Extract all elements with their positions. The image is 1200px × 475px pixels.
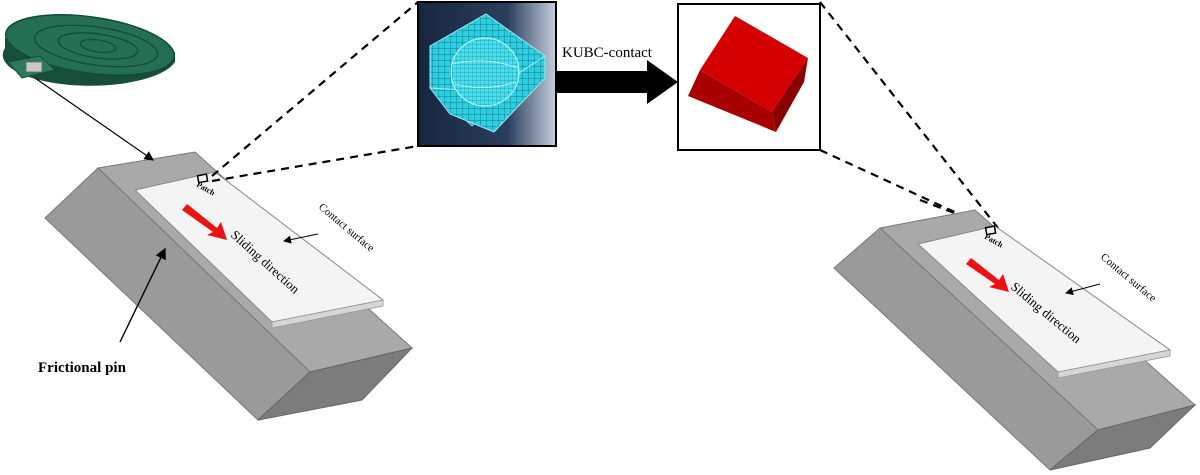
kubc-arrow — [557, 60, 678, 104]
left-contact-surface-pointer — [283, 233, 319, 244]
frictional-pin-pointer — [119, 247, 166, 343]
right-sliding-arrow — [966, 258, 1009, 292]
right-contact-surface-label: Contact surface — [1098, 251, 1158, 304]
pin-tip — [25, 61, 43, 73]
rotating-disk — [2, 14, 176, 86]
cube-front-face — [688, 70, 776, 132]
left-block-end-face — [256, 347, 414, 421]
left-sliding-arrow — [182, 204, 227, 240]
right-pin-block — [833, 209, 1197, 471]
mesh-inset — [417, 1, 557, 147]
right-block-end-face — [1049, 404, 1197, 471]
right-plate-edge — [1057, 349, 1171, 379]
disk-to-block-pointer — [34, 77, 154, 161]
left-patch-marker — [196, 173, 209, 184]
mesh-sphere-inclusion — [450, 37, 520, 107]
right-contact-surface-pointer — [1065, 283, 1101, 296]
kubc-contact-label: KUBC-contact — [562, 45, 653, 61]
left-plate-edge — [271, 299, 384, 329]
cube-side-face — [772, 58, 808, 132]
frictional-pin-label: Frictional pin — [38, 360, 127, 376]
left-pin-block — [44, 151, 414, 421]
left-contact-surface-label: Contact surface — [316, 201, 376, 254]
disk-top — [4, 14, 176, 76]
right-patch-marker — [984, 225, 997, 236]
cube-top-face — [700, 16, 808, 112]
cube-inset — [677, 3, 821, 151]
zoom-lines — [211, 1, 999, 233]
